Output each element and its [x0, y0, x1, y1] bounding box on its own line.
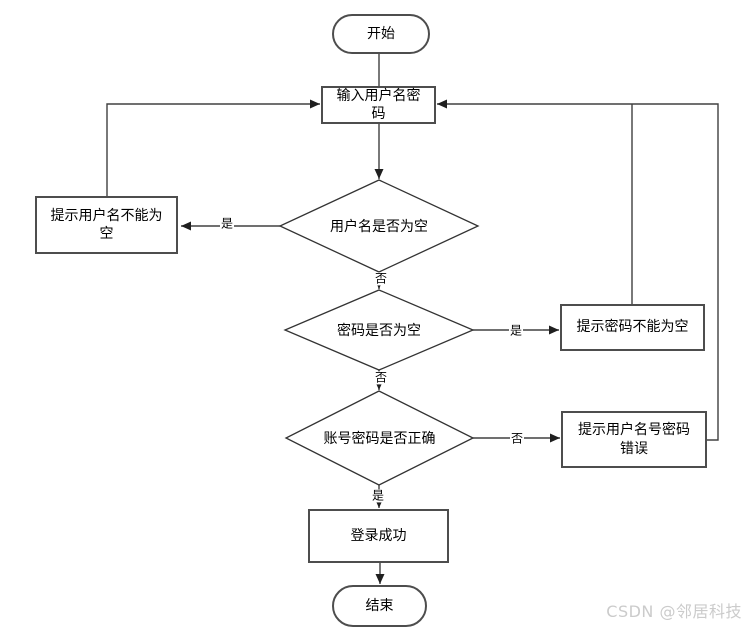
node-login-success: 登录成功 — [308, 509, 449, 563]
node-input-credentials: 输入用户名密码 — [321, 86, 436, 124]
edge-label-account-no: 否 — [509, 431, 525, 446]
node-end: 结束 — [332, 585, 427, 627]
edge-prompt-error-loopback — [437, 99, 719, 441]
node-end-label: 结束 — [365, 597, 394, 614]
node-prompt-error-label: 提示用户名号密码错误 — [578, 422, 690, 457]
diamond-check-username — [278, 179, 480, 273]
node-input-label: 输入用户名密码 — [336, 87, 421, 122]
node-start-label: 开始 — [367, 25, 395, 42]
node-start: 开始 — [332, 14, 430, 54]
node-login-success-label: 登录成功 — [350, 527, 407, 544]
diamond-check-password — [283, 289, 475, 371]
node-prompt-password-empty: 提示密码不能为空 — [560, 304, 705, 351]
edge-label-username-yes: 是 — [219, 216, 235, 231]
diamond-check-account — [284, 390, 475, 486]
node-prompt-password-label: 提示密码不能为空 — [576, 319, 689, 336]
edge-label-username-no: 否 — [373, 271, 389, 286]
edge-label-password-yes: 是 — [508, 323, 524, 338]
edge-prompt-username-loopback — [106, 99, 320, 196]
edge-label-account-yes: 是 — [370, 488, 386, 503]
node-prompt-credentials-error: 提示用户名号密码错误 — [561, 411, 707, 468]
node-prompt-username-empty: 提示用户名不能为空 — [35, 196, 178, 254]
edge-label-password-no: 否 — [373, 370, 389, 385]
node-prompt-username-label: 提示用户名不能为空 — [50, 207, 163, 242]
csdn-watermark: CSDN @邻居科技 — [606, 602, 742, 621]
